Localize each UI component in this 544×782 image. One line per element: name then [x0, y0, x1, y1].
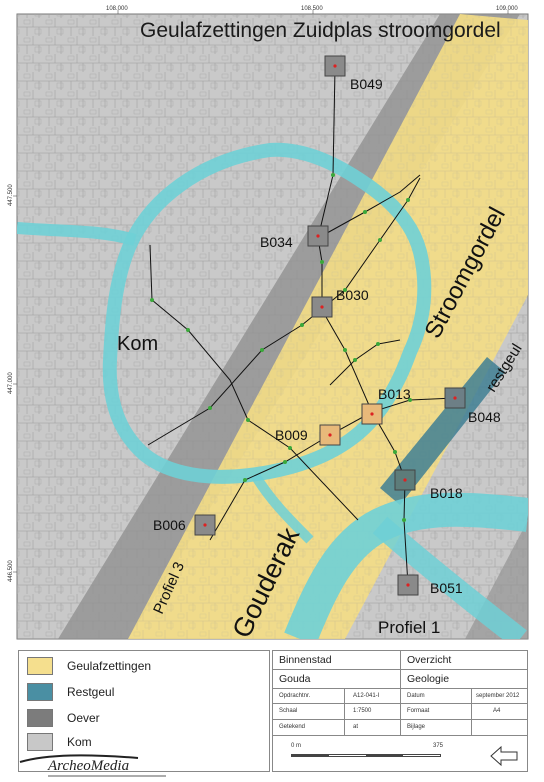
scale-start: 0 m [291, 743, 302, 749]
info-schaal-value: 1:7500 [353, 708, 372, 714]
info-datum-value: september 2012 [476, 693, 520, 699]
logo-swoosh-icon [19, 754, 166, 777]
legend-swatch-restgeul [27, 683, 53, 701]
legend-label: Geulafzettingen [67, 659, 152, 673]
coord-top-2: 108.500 [301, 6, 323, 12]
info-geologie: Geologie [407, 673, 450, 685]
coord-top-1: 108.000 [106, 6, 128, 12]
moat-water [102, 142, 432, 484]
coordinate-ticks [13, 10, 509, 573]
info-getekend-label: Getekend [279, 724, 306, 730]
info-getekend-value: at [353, 724, 359, 730]
info-formaat-label: Formaat [407, 708, 430, 714]
legend-item-restgeul: Restgeul [27, 681, 114, 703]
legend-label: Oever [67, 711, 100, 725]
coord-left-2: 447.000 [8, 372, 14, 394]
legend: Geulafzettingen Restgeul Oever Kom [18, 650, 270, 772]
north-arrow-icon [490, 745, 518, 767]
legend-item-kom: Kom [27, 731, 92, 753]
west-canal [17, 222, 137, 246]
borehole-label-b009: B009 [275, 427, 308, 443]
boreholes [194, 55, 466, 596]
borehole-label-b048: B048 [468, 409, 501, 425]
coord-top-3: 109.000 [496, 6, 518, 12]
title-block: Binnenstad Overzicht Gouda Geologie Opdr… [272, 650, 528, 772]
legend-swatch-geulafzettingen [27, 657, 53, 675]
borehole-label-b049: B049 [350, 76, 383, 92]
legend-label: Restgeul [67, 685, 115, 699]
area-label-kom: Kom [117, 333, 158, 355]
legend-label: Kom [67, 735, 92, 749]
info-overzicht: Overzicht [407, 654, 452, 666]
legend-swatch-kom [27, 733, 53, 751]
borehole-label-b030: B030 [336, 287, 369, 303]
area-label-profiel-1: Profiel 1 [378, 618, 440, 637]
borehole-label-b006: B006 [153, 517, 186, 533]
borehole-label-b018: B018 [430, 485, 463, 501]
info-binnenstad: Binnenstad [279, 654, 332, 666]
scale-end: 375 [433, 743, 444, 749]
borehole-label-b034: B034 [260, 234, 293, 250]
logo-text: ArcheoMedia [48, 758, 130, 774]
legend-swatch-oever [27, 709, 53, 727]
info-schaal-label: Schaal [279, 708, 298, 714]
coord-left-1: 447.500 [8, 184, 14, 206]
street-texture-overlay [17, 14, 528, 639]
archeomedia-logo: ArcheoMedia [18, 752, 168, 778]
river-arm [372, 516, 527, 639]
info-bijlage-label: Bijlage [407, 724, 426, 730]
scale-bar: 0 m 375 [281, 743, 471, 763]
map-title: Geulafzettingen Zuidplas stroomgordel [140, 19, 501, 42]
borehole-label-b013: B013 [378, 386, 411, 402]
info-opdrachtnr-value: A12-041-I [353, 693, 380, 699]
restgeul-channel [380, 357, 505, 505]
legend-item-geulafzettingen: Geulafzettingen [27, 655, 151, 677]
info-formaat-value: A4 [493, 708, 501, 714]
info-opdrachtnr-label: Opdrachtnr. [279, 693, 311, 699]
coord-left-3: 446.500 [8, 560, 14, 582]
info-datum-label: Datum [407, 693, 425, 699]
info-gouda: Gouda [279, 673, 311, 685]
south-canal [250, 472, 314, 544]
legend-item-oever: Oever [27, 707, 100, 729]
borehole-label-b051: B051 [430, 580, 463, 596]
profile-points [150, 173, 412, 522]
